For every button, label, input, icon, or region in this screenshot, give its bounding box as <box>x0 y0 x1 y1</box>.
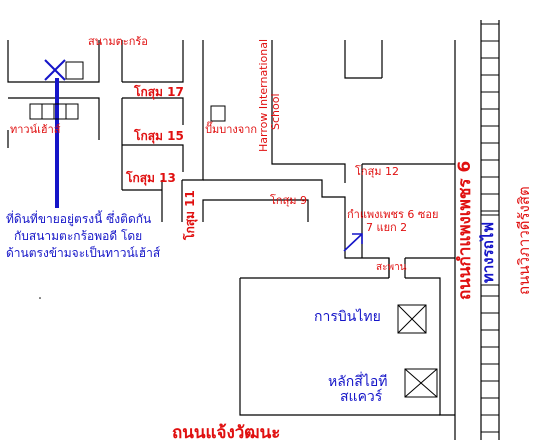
building-cross <box>404 368 438 398</box>
road-outline <box>122 97 184 125</box>
townhouse-box <box>29 103 43 120</box>
railway-label-box <box>480 214 500 286</box>
label-harrow-2: School <box>269 93 282 130</box>
label-soi-9: โกสุม 9 <box>270 194 308 207</box>
label-railway: ทางรถไฟ <box>479 222 497 283</box>
road-outline <box>202 199 309 222</box>
location-arrow <box>343 233 363 252</box>
label-bridge: สะพาน <box>376 262 407 273</box>
label-soi-12: โกสุม 12 <box>355 165 400 178</box>
label-chaeng-watthana-road: ถนนแจ้งวัฒนะ <box>172 423 281 443</box>
label-harrow-1: Harrow International <box>257 38 270 152</box>
location-arrow-head <box>352 233 363 244</box>
label-sanam-tagro: สนามตะกร้อ <box>88 35 148 48</box>
map-dot <box>39 297 41 299</box>
label-kamphaeng-phet-soi: กำแพงเพชร 6 ซอย <box>347 208 439 221</box>
label-kamphaeng-phet-road: ถนนกำแพงเพชร 6 <box>455 160 475 300</box>
label-laksi-square-1: หลักสี่ไอที <box>328 374 388 390</box>
laksi-square-building <box>404 368 438 398</box>
label-vibhavadi-road: ถนนวิภาวดีรังสิต <box>515 186 533 295</box>
label-soi-17: โกสุม 17 <box>134 85 184 99</box>
building-cross <box>397 304 427 334</box>
road-outline <box>405 277 455 416</box>
label-land-note-1: ที่ดินที่ขายอยู่ตรงนี้ ซึ่งติดกัน <box>6 212 152 226</box>
label-laksi-square-2: สแควร์ <box>340 389 383 405</box>
label-land-note-3: ด้านตรงข้ามจะเป็นทาวน์เฮ้าส์ <box>6 246 161 260</box>
thai-airways-building <box>397 304 427 334</box>
label-thai-airways: การบินไทย <box>314 309 381 325</box>
label-townhouse: ทาวน์เฮ้าส์ <box>10 123 61 136</box>
label-soi-15: โกสุม 15 <box>134 129 184 143</box>
label-bangchak-pump: ปั๊มบางจาก <box>205 123 258 136</box>
football-court-box <box>65 61 84 80</box>
label-land-note-2: กับสนามตะกร้อพอดี โดย <box>14 229 143 243</box>
road-outline <box>8 97 100 140</box>
road-outline <box>122 144 184 172</box>
road-outline <box>239 278 440 416</box>
road-outline <box>7 40 100 83</box>
road-outline <box>344 40 382 79</box>
road-outline <box>182 40 204 181</box>
road-outline <box>122 40 184 83</box>
gas-station-box <box>210 105 226 122</box>
land-marker <box>44 59 66 81</box>
townhouse-box <box>41 103 55 120</box>
label-yaek: 7 แยก 2 <box>366 221 408 234</box>
label-soi-13: โกสุม 13 <box>126 171 176 185</box>
townhouse-box <box>65 103 79 120</box>
road-outline <box>271 40 346 183</box>
label-soi-11: โกสุม 11 <box>183 190 197 240</box>
